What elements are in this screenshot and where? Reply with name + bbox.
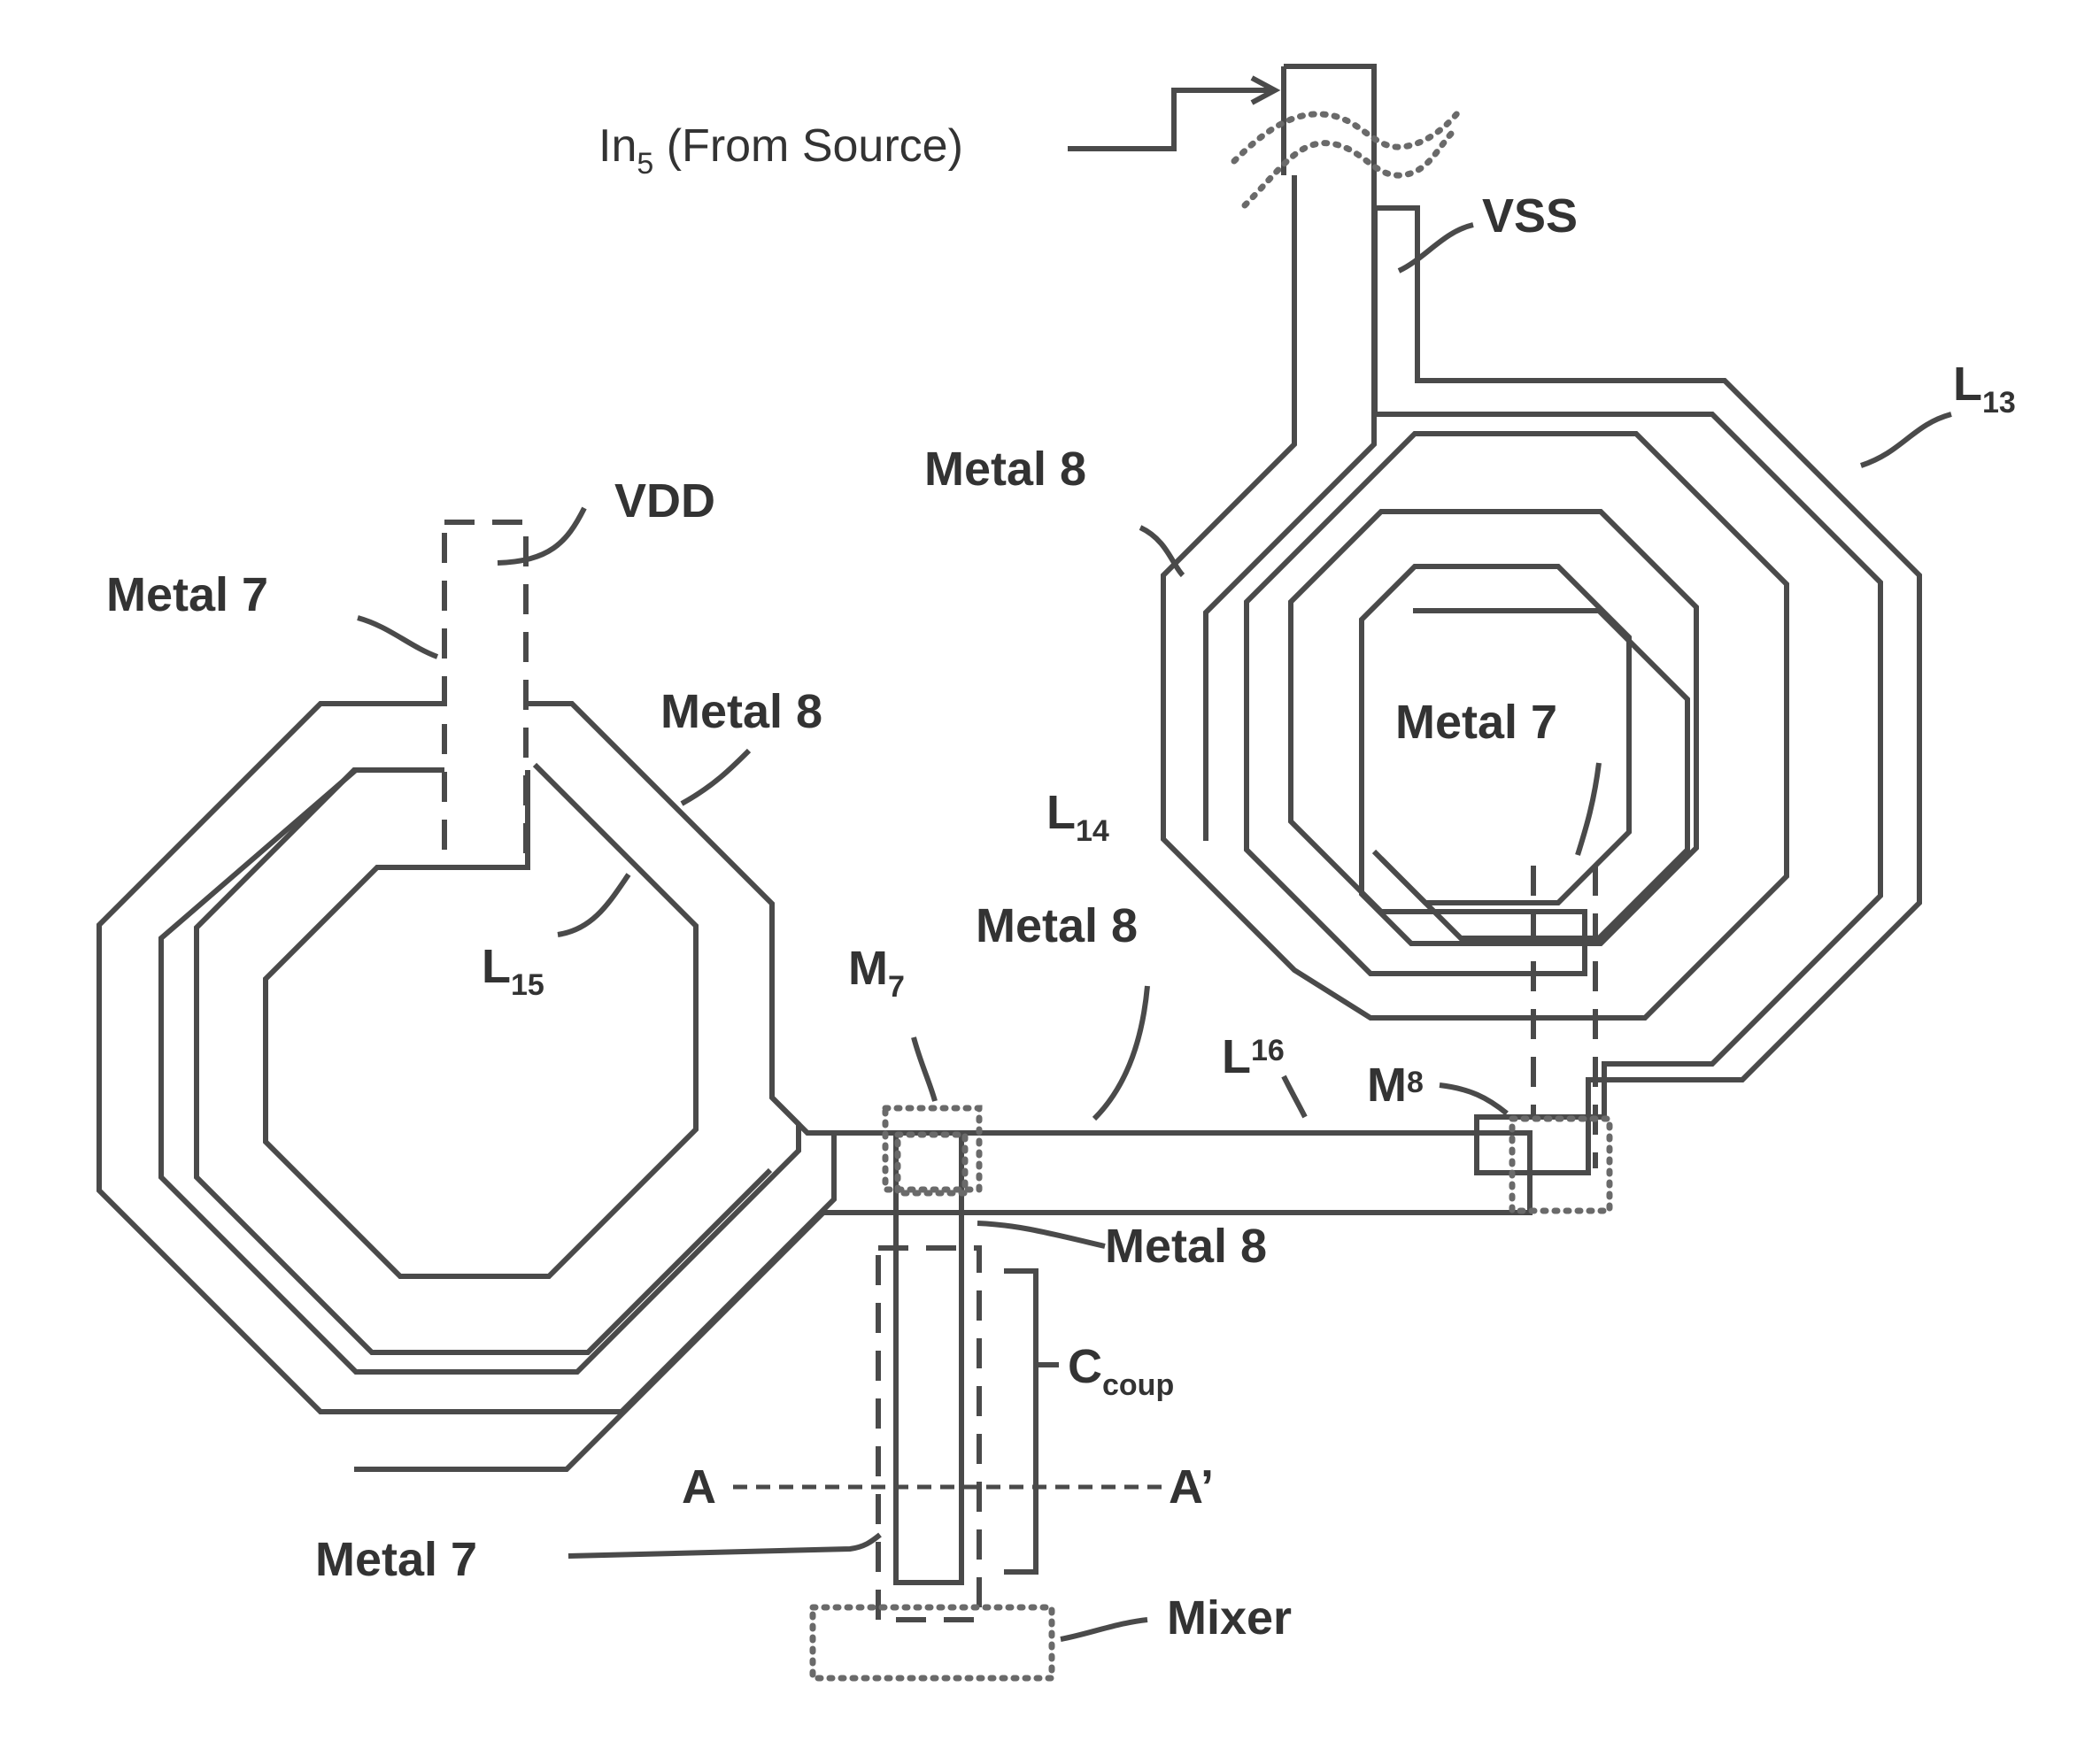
m8-label: M8 xyxy=(1367,1059,1424,1112)
metal7-vdd-arrow xyxy=(358,618,437,657)
m8-arrow xyxy=(1440,1085,1507,1113)
section-a-label: A xyxy=(682,1460,716,1514)
vdd-label: VDD xyxy=(614,474,715,528)
l14-outer-trace xyxy=(1163,175,1787,1018)
vss-label: VSS xyxy=(1482,189,1578,243)
metal8-vertical-arrow xyxy=(977,1223,1105,1246)
metal7-right-arrow xyxy=(1578,763,1599,855)
metal7-right-spiral-label: Metal 7 xyxy=(1395,696,1557,749)
metal7-bottom-label: Metal 7 xyxy=(315,1533,477,1586)
ccoup-bracket xyxy=(1004,1271,1059,1572)
section-a-prime-label: A’ xyxy=(1169,1460,1214,1514)
metal8-left-spiral-label: Metal 8 xyxy=(660,685,822,738)
in5-input-stub xyxy=(1284,66,1374,175)
vdd-arrow xyxy=(498,508,584,563)
metal8-bridge-label: Metal 8 xyxy=(976,899,1138,952)
l15-arrow xyxy=(558,874,629,935)
l13-label: L13 xyxy=(1953,358,2016,420)
metal8-bridge-arrow xyxy=(1094,986,1147,1119)
m7-via-box-inner xyxy=(898,1135,965,1193)
l14-label: L14 xyxy=(1046,786,1109,848)
metal8-right-spiral-label: Metal 8 xyxy=(924,443,1086,496)
l16-arrow xyxy=(1284,1076,1305,1117)
left-spiral-inductor xyxy=(99,704,896,1412)
vdd-metal7-feed xyxy=(444,522,526,867)
l15-feed-to-bridge xyxy=(772,1098,896,1133)
vss-arrow xyxy=(1399,225,1473,271)
in5-label: In5 (From Source) xyxy=(598,120,963,181)
mixer-box xyxy=(813,1607,1052,1678)
l16-bridge xyxy=(354,1133,1530,1583)
mixer-arrow xyxy=(1061,1620,1147,1639)
l16-label: L16 xyxy=(1222,1030,1285,1083)
l13-outer-trace xyxy=(1375,208,1919,1173)
source-input-wave-2 xyxy=(1234,113,1457,161)
diagram-labels: In5 (From Source) VSS VDD L13 L14 L15 L1… xyxy=(106,120,2016,1645)
vertical-metal8-strip xyxy=(896,1133,961,1583)
metal8-vertical-label: Metal 8 xyxy=(1105,1220,1267,1273)
l16-bridge-trace xyxy=(354,1133,1530,1469)
l15-inner-trace xyxy=(266,765,696,1276)
metal7-vdd-label: Metal 7 xyxy=(106,568,268,621)
l15-middle-trace xyxy=(161,704,799,1372)
l13-arrow xyxy=(1861,414,1951,466)
l15-outer-trace xyxy=(99,704,885,1412)
m7-arrow xyxy=(914,1037,935,1101)
metal8-left-arrow xyxy=(682,751,749,804)
mixer-label: Mixer xyxy=(1167,1591,1292,1645)
in5-arrow xyxy=(1068,90,1270,149)
ccoup-label: Ccoup xyxy=(1068,1340,1174,1402)
metal7-bottom-arrow xyxy=(568,1535,880,1556)
annotation-arrows xyxy=(358,78,1951,1639)
l15-label: L15 xyxy=(482,940,544,1002)
metal8-right-arrow xyxy=(1140,528,1183,575)
m7-label: M7 xyxy=(848,942,905,1004)
